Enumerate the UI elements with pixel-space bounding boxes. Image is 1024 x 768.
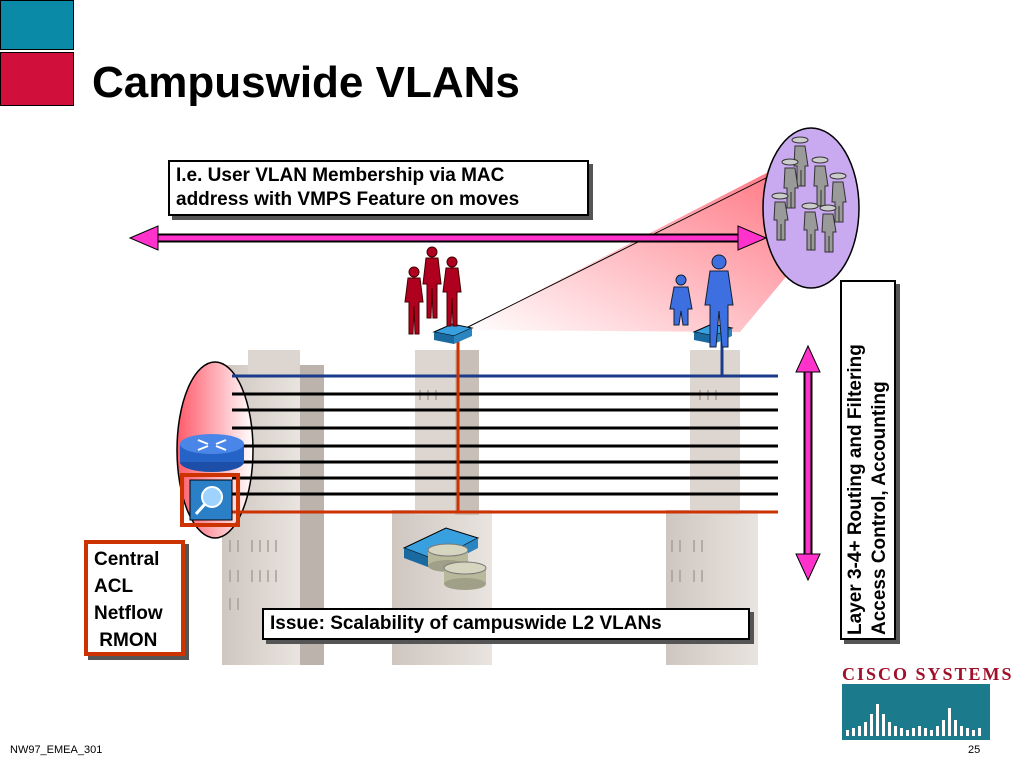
netflow-probe-icon [180,473,240,527]
cisco-logo [842,684,990,740]
vmps-callout: I.e. User VLAN Membership via MAC addres… [168,160,589,216]
blue-users-icon [669,254,734,348]
slide-title: Campuswide VLANs [92,58,520,107]
layer-callout: Layer 3-4+ Routing and Filtering Access … [840,280,896,640]
cisco-brand-name: CISCO SYSTEMS [842,664,1014,684]
layer-callout-line-2: Access Control, Accounting [869,381,890,635]
mobility-arrow [128,225,768,251]
footer-page-number: 25 [968,744,981,756]
vlan-trunk-lines [232,340,778,514]
cisco-bars-icon [846,704,981,736]
central-item: Netflow [94,603,163,624]
central-item: ACL [94,576,134,597]
access-switch-left-icon [432,323,474,344]
central-item: Central [94,549,160,570]
corner-block-red [0,52,74,106]
red-users-icon [404,246,462,335]
router-icon [180,434,244,472]
corner-block-blue [0,0,74,50]
server-disks-icon [427,543,487,590]
vmps-callout-line-2: address with VMPS Feature on moves [176,189,520,210]
vlan-users-icon [771,136,847,253]
vmps-callout-line-1: I.e. User VLAN Membership via MAC [176,165,505,186]
footer-course-code: NW97_EMEA_301 [10,744,103,756]
layer-callout-text: Layer 3-4+ Routing and Filtering Access … [844,285,892,635]
central-item: RMON [94,630,158,651]
layer-callout-line-1: Layer 3-4+ Routing and Filtering [845,344,866,635]
layer-range-arrow [795,344,821,582]
issue-callout: Issue: Scalability of campuswide L2 VLAN… [262,608,750,640]
central-services-callout: Central ACL Netflow RMON [84,540,185,656]
